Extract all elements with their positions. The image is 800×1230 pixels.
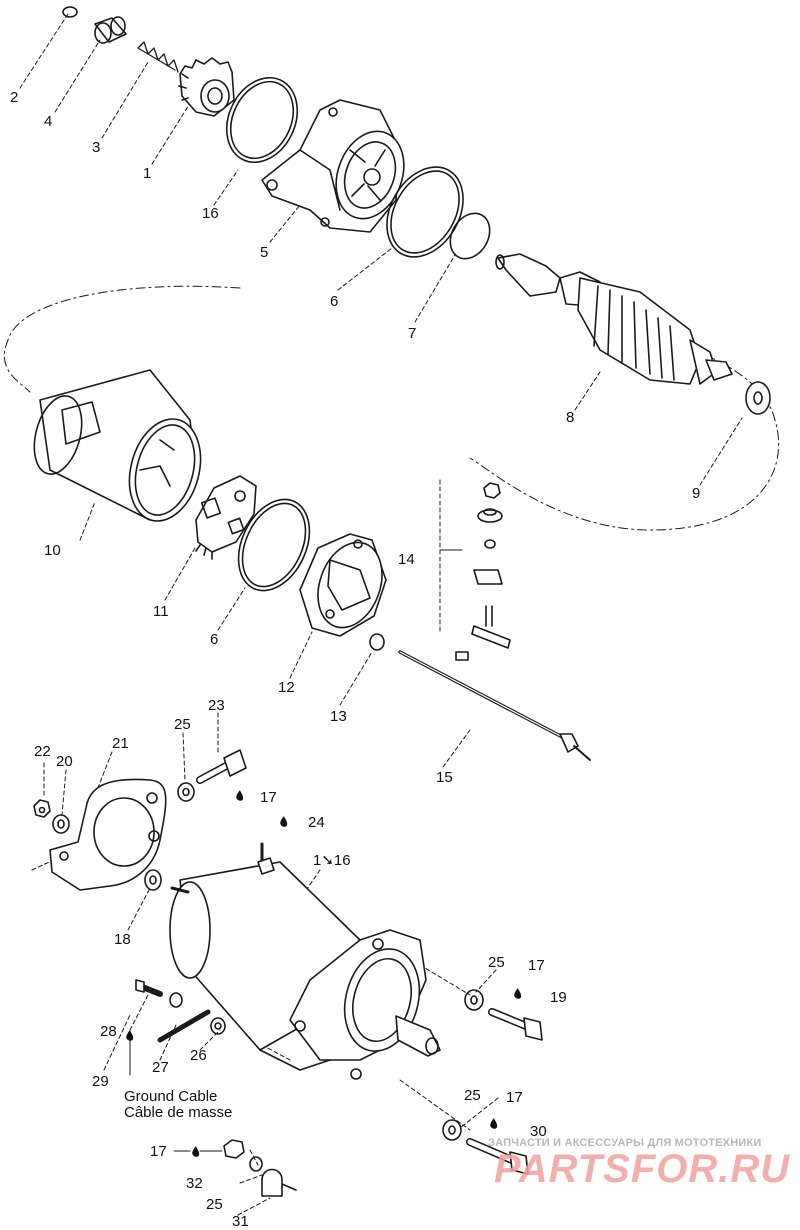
callout-32: 32 <box>186 1175 203 1192</box>
callout-11: 11 <box>153 603 169 620</box>
part-4-bushing <box>94 16 127 44</box>
part-7-o-ring <box>449 212 491 260</box>
callout-23: 23 <box>208 697 225 714</box>
callout-6-lower: 6 <box>210 631 219 648</box>
callout-30: 30 <box>530 1123 547 1140</box>
part-26-washer <box>210 1017 226 1035</box>
callout-27: 27 <box>152 1059 169 1076</box>
part-2-circlip <box>62 6 78 18</box>
ground-cable-caption-en: Ground Cable <box>124 1088 218 1105</box>
callout-8: 8 <box>566 409 575 426</box>
callout-13: 13 <box>330 708 347 725</box>
part-1-pinion-drive <box>178 57 235 117</box>
leader-lines <box>19 13 743 1216</box>
part-29-washer <box>169 992 183 1008</box>
part-9-washer <box>745 381 771 415</box>
part-3-spring <box>137 41 179 73</box>
part-15-through-bolt <box>398 650 591 761</box>
part-16-o-ring <box>225 76 299 164</box>
part-22-nut <box>33 799 51 818</box>
callout-18: 18 <box>114 931 131 948</box>
callout-10: 10 <box>44 542 61 559</box>
part-27-stud <box>157 1009 211 1043</box>
part-25-washer-right <box>464 989 484 1011</box>
callout-22: 22 <box>34 743 51 760</box>
starter-motor-assembly <box>169 842 441 1080</box>
part-11-brush-plate <box>195 475 257 560</box>
part-25-washer-upper <box>177 782 195 802</box>
part-14-terminal-kit <box>439 479 511 661</box>
part-28-screw <box>135 979 163 997</box>
callout-3: 3 <box>92 139 101 156</box>
callout-25-bottom: 25 <box>206 1196 223 1213</box>
callout-28: 28 <box>100 1023 117 1040</box>
callout-25-lower: 25 <box>464 1087 481 1104</box>
callout-1: 1 <box>143 165 152 182</box>
watermark-tagline: ЗАПЧАСТИ И АКСЕССУАРЫ ДЛЯ МОТОТЕХНИКИ <box>488 1137 762 1149</box>
callout-5: 5 <box>260 244 269 261</box>
callout-15: 15 <box>436 769 453 786</box>
callout-9: 9 <box>692 485 701 502</box>
part-10-yoke <box>33 369 202 522</box>
callout-7: 7 <box>408 325 417 342</box>
callout-21: 21 <box>112 735 129 752</box>
callout-4: 4 <box>44 113 53 130</box>
callout-17-bottom: 17 <box>150 1143 167 1160</box>
part-23-screw <box>196 749 247 784</box>
callout-6-top: 6 <box>330 293 339 310</box>
callout-17-upper: 17 <box>260 789 277 806</box>
part-30-screw <box>466 1138 529 1175</box>
callout-29: 29 <box>92 1073 109 1090</box>
part-19-screw <box>488 1008 543 1041</box>
callout-17-lower: 17 <box>506 1089 523 1106</box>
part-20-washer <box>52 814 70 834</box>
callout-1-to-16: 1➘16 <box>313 852 351 869</box>
callout-31: 31 <box>232 1213 249 1230</box>
part-8-armature <box>495 253 733 385</box>
part-5-drive-housing <box>261 99 405 233</box>
callout-2: 2 <box>10 89 19 106</box>
callout-24: 24 <box>308 814 325 831</box>
part-25-washer-bottom <box>249 1156 263 1172</box>
part-6-o-ring-lower <box>237 498 311 592</box>
callout-19: 19 <box>550 989 567 1006</box>
part-32-nut <box>223 1139 245 1159</box>
ground-cable-caption-fr: Câble de masse <box>124 1104 233 1121</box>
callout-26: 26 <box>190 1047 207 1064</box>
part-18-washer <box>144 869 162 891</box>
part-25-washer-lower <box>442 1119 462 1141</box>
callout-20: 20 <box>56 753 73 770</box>
watermark-logo: PARTSFOR.RU <box>494 1147 791 1191</box>
callout-17-right: 17 <box>528 957 545 974</box>
loctite-drop-icons <box>126 790 522 1157</box>
part-31-clip <box>261 1168 297 1197</box>
part-21-support-bracket <box>49 778 167 891</box>
callout-25-upper: 25 <box>174 716 191 733</box>
part-6-o-ring-top <box>386 166 464 258</box>
callout-16: 16 <box>202 205 219 222</box>
callout-25-right: 25 <box>488 954 505 971</box>
part-13-o-ring <box>369 633 385 651</box>
callout-14: 14 <box>398 551 415 568</box>
part-12-end-cap <box>299 533 387 637</box>
callout-12: 12 <box>278 679 295 696</box>
